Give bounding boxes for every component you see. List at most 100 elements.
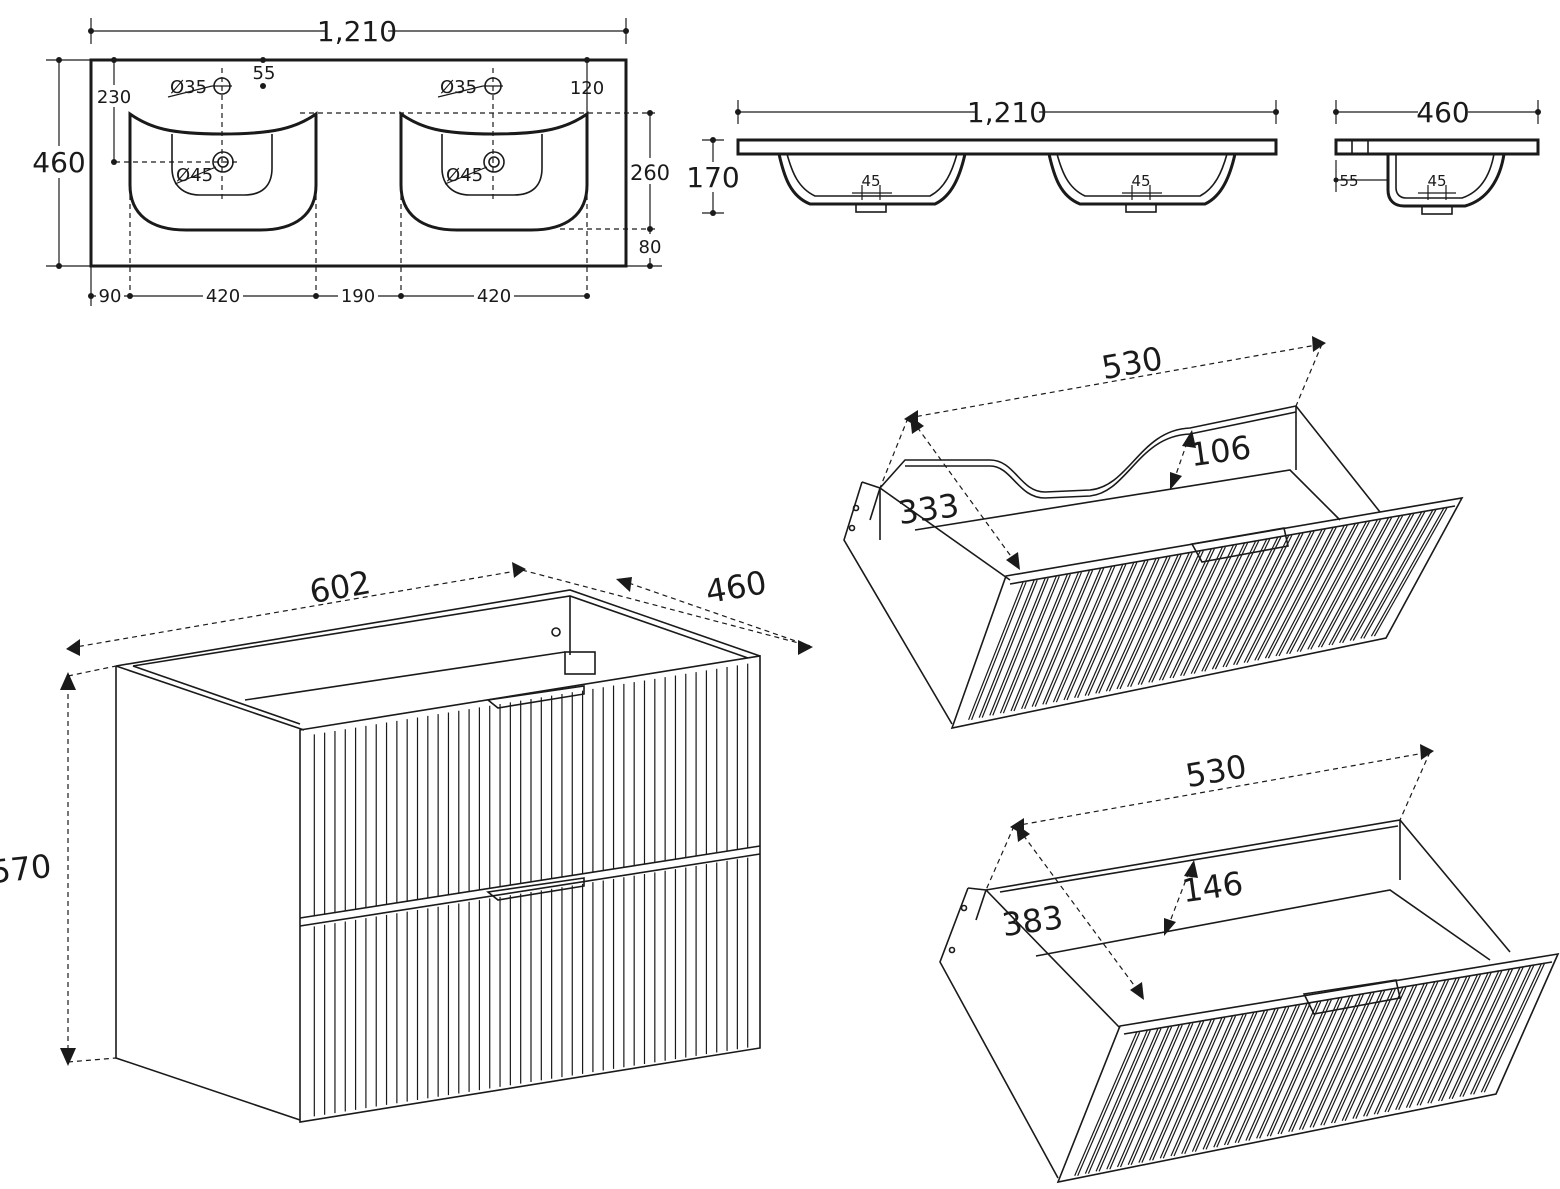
tap-hole-left-label: Ø35 (170, 77, 207, 98)
flute-line (1205, 1010, 1268, 1150)
flute-line (1087, 560, 1149, 696)
flute-line (1312, 992, 1375, 1128)
flute-line (1236, 533, 1304, 666)
flute-line (1225, 534, 1293, 668)
cabinet-drawing: 602 460 570 (0, 562, 813, 1123)
flute-line (1045, 568, 1105, 705)
upper-drawer-width-label: 530 (1099, 339, 1166, 387)
cabinet-depth-label: 460 (703, 563, 770, 611)
dim-260-label: 260 (630, 161, 670, 185)
flute-line (1296, 521, 1367, 652)
flute-line (1269, 999, 1332, 1137)
flute-line (1204, 538, 1271, 672)
flute-line (1074, 1031, 1138, 1177)
flute-line (1360, 509, 1434, 639)
front-height-label: 170 (686, 161, 739, 194)
flute-line (1190, 540, 1257, 674)
flute-line (1173, 1015, 1237, 1157)
flute-line (1254, 529, 1323, 661)
cabinet-width-label: 602 (307, 563, 374, 611)
flute-line (1119, 1024, 1183, 1168)
flute-line (1055, 566, 1116, 703)
flute-line (1191, 1012, 1255, 1152)
basin-side-view: 45 55 460 (1333, 96, 1541, 215)
drain-right-label: Ø45 (446, 165, 483, 186)
flute-line (1159, 1017, 1223, 1159)
flute-line (1194, 1012, 1258, 1152)
flute-line (1140, 550, 1204, 685)
flute-line (1137, 550, 1201, 685)
flute-line (1363, 983, 1425, 1117)
flute-line (1138, 1021, 1202, 1163)
flute-line (1291, 995, 1354, 1133)
flute-line (1130, 552, 1193, 688)
flute-line (1278, 525, 1348, 657)
flute-line (1233, 533, 1301, 666)
front-drain-right-label: 45 (1131, 172, 1150, 190)
front-drain-left-label: 45 (861, 172, 880, 190)
flute-line (1363, 509, 1437, 639)
flute-line (1277, 997, 1340, 1135)
flute-line (1480, 963, 1542, 1093)
flute-line (1320, 517, 1393, 648)
flute-line (1288, 995, 1351, 1133)
flute-line (1201, 538, 1268, 672)
dim-80-label: 80 (639, 237, 662, 258)
flute-line (1310, 519, 1382, 650)
flute-line (1222, 534, 1290, 668)
drain-left-label: Ø45 (176, 165, 213, 186)
flute-line (1419, 974, 1481, 1106)
bottom-420-right-label: 420 (477, 286, 511, 307)
flute-line (1366, 983, 1428, 1117)
flute-line (1320, 990, 1383, 1126)
flute-line (1074, 562, 1135, 699)
flute-line (1172, 544, 1238, 679)
flute-line (1451, 968, 1513, 1100)
flute-line (1002, 575, 1060, 714)
flute-line (1119, 554, 1182, 690)
flute-line (1328, 515, 1401, 646)
flute-line (1066, 564, 1127, 701)
top-width-label: 1,210 (317, 15, 397, 48)
flute-line (1158, 546, 1223, 681)
flute-line (1108, 556, 1171, 692)
flute-line (1162, 1017, 1226, 1159)
flute-line (1098, 558, 1160, 694)
flute-line (1031, 570, 1091, 707)
flute-line (1470, 965, 1532, 1095)
flute-line (1301, 994, 1364, 1130)
cabinet-height-label: 570 (0, 847, 53, 891)
flute-line (1298, 994, 1361, 1130)
flute-line (1052, 566, 1113, 703)
flute-line (1127, 552, 1190, 688)
flute-line (992, 577, 1049, 716)
flute-line (1077, 562, 1138, 699)
flute-line (1109, 1026, 1173, 1170)
flute-line (1462, 967, 1524, 1097)
flute-line (1184, 1013, 1247, 1155)
flute-line (999, 575, 1057, 714)
tap-offset-label: 55 (253, 63, 276, 84)
side-depth-label: 460 (1416, 96, 1469, 129)
flute-line (1344, 986, 1407, 1122)
flute-line (1237, 1004, 1300, 1144)
tap-hole-right-label: Ø35 (440, 77, 477, 98)
flute-line (1116, 1024, 1180, 1168)
flute-line (1063, 564, 1124, 701)
flute-line (1105, 556, 1168, 692)
flute-line (1181, 1013, 1244, 1155)
flute-line (1202, 1010, 1265, 1150)
flute-line (1317, 517, 1390, 648)
flute-line (1330, 988, 1393, 1124)
flute-line (1331, 515, 1404, 646)
flute-line (1448, 968, 1510, 1100)
flute-line (1106, 1026, 1170, 1170)
flute-line (1152, 1019, 1215, 1161)
flute-line (1211, 536, 1279, 670)
upper-drawer-height-label: 106 (1188, 428, 1254, 474)
flute-line (1473, 965, 1535, 1095)
lower-drawer-drawing: 530 383 146 (939, 744, 1560, 1184)
lower-drawer-width-label: 530 (1183, 747, 1250, 795)
dim-120-label: 120 (570, 78, 604, 99)
